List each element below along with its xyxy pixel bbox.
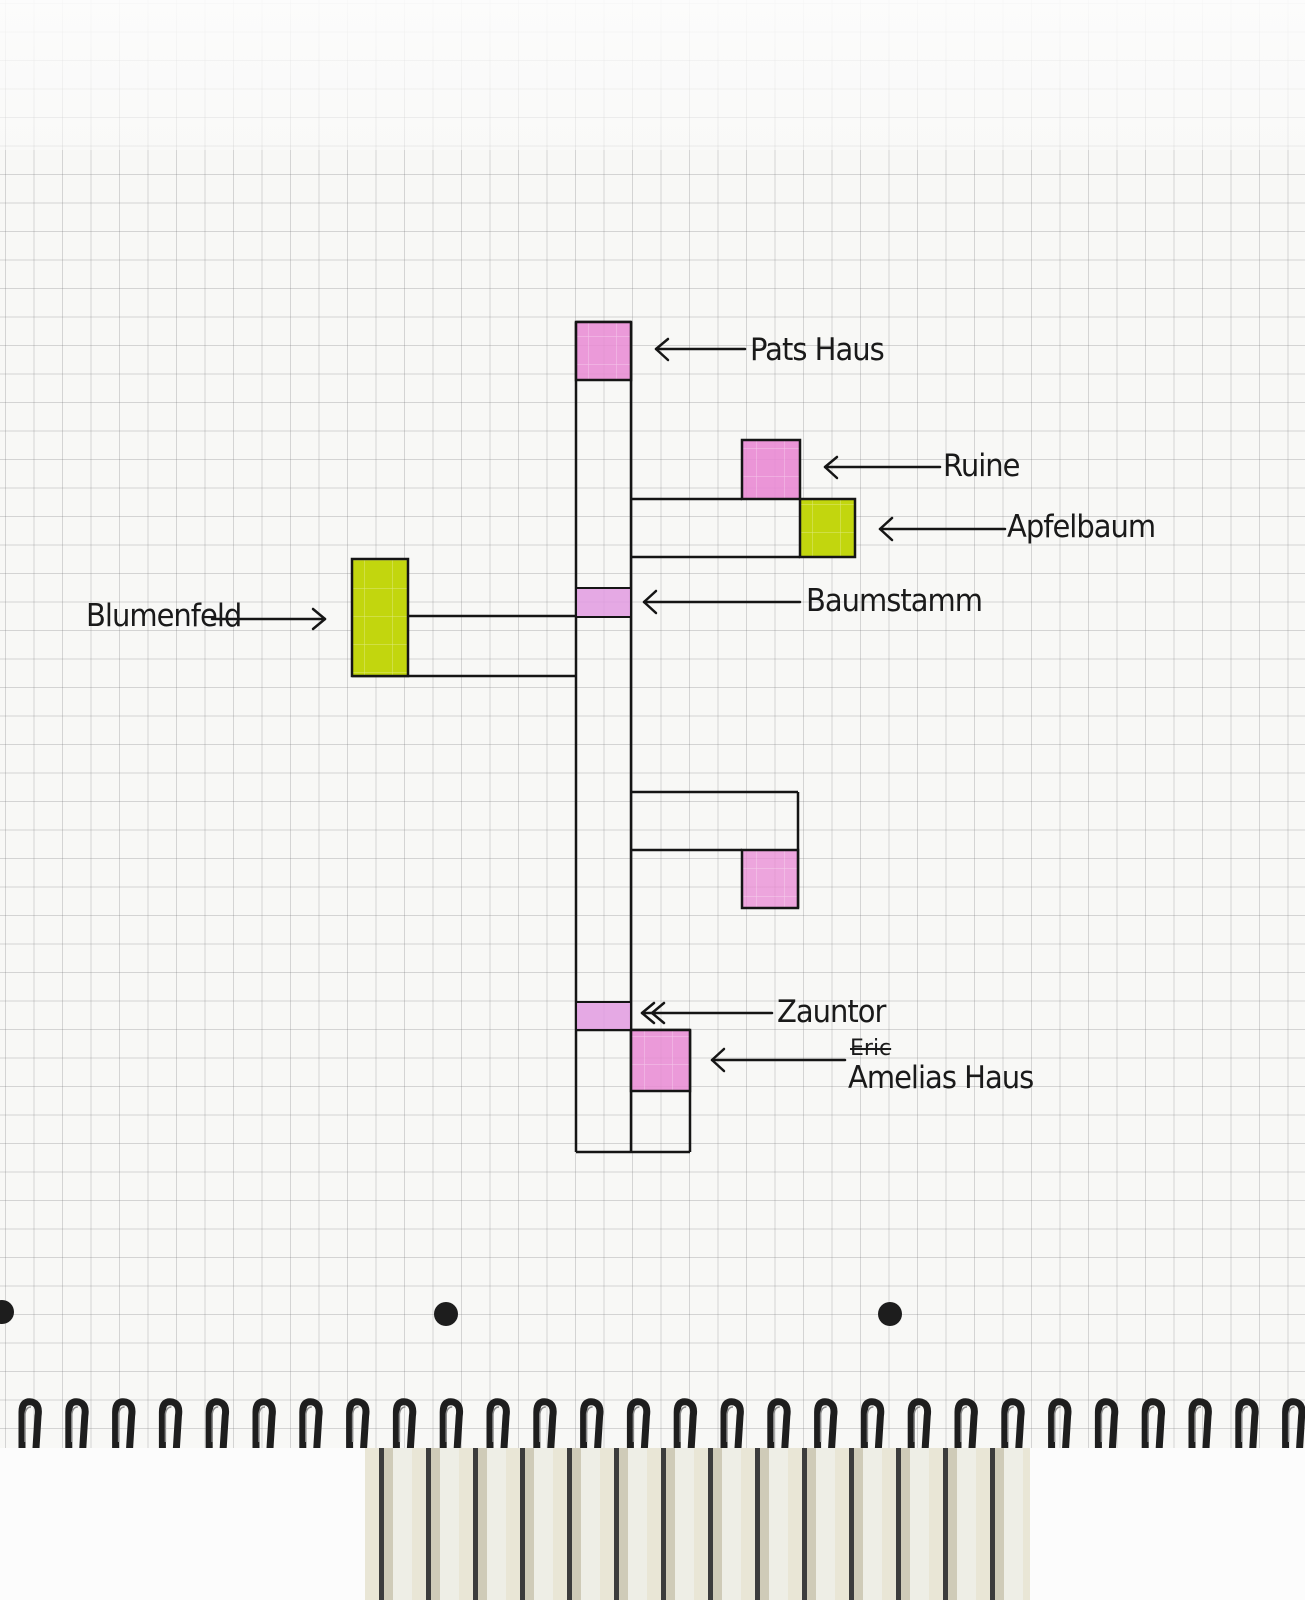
spiral-coil <box>860 1398 885 1450</box>
label-struck-name: Eric <box>850 1036 892 1061</box>
spiral-coil <box>1188 1398 1212 1450</box>
spiral-coil <box>580 1398 604 1450</box>
arrow-pats-haus <box>654 337 747 362</box>
spiral-coil <box>112 1398 136 1450</box>
label-pats-haus: Pats Haus <box>750 330 885 368</box>
label-zauntor: Zauntor <box>777 992 886 1030</box>
notebook-edge <box>365 1448 1030 1600</box>
block-pats-haus <box>574 320 633 382</box>
spiral-coil <box>1001 1398 1025 1450</box>
block-ruine <box>740 438 802 501</box>
block-zauntor <box>575 1001 632 1031</box>
block-baumstamm <box>575 587 632 618</box>
spiral-coil <box>1235 1398 1259 1450</box>
spiral-coil <box>626 1398 651 1450</box>
paper-bottom-right <box>1030 1448 1305 1600</box>
label-baumstamm: Baumstamm <box>806 581 983 619</box>
spiral-coil <box>533 1398 557 1450</box>
arrow-baumstamm <box>642 589 802 615</box>
spiral-coil <box>158 1398 183 1450</box>
block-middle-pink <box>740 848 800 910</box>
arrow-blumenfeld <box>210 607 327 631</box>
spiral-coil <box>767 1398 791 1450</box>
block-amelias-haus <box>629 1028 692 1093</box>
label-blumenfeld: Blumenfeld <box>86 596 242 634</box>
spiral-coil <box>205 1398 230 1450</box>
punch-hole <box>434 1302 458 1326</box>
punch-hole <box>878 1302 902 1326</box>
paper-top-strip <box>0 0 1305 150</box>
spiral-coil <box>252 1398 276 1450</box>
arrow-amelias-haus <box>710 1047 847 1073</box>
spiral-coil <box>1094 1398 1119 1450</box>
punch-hole <box>0 1300 14 1324</box>
spiral-coil <box>439 1398 464 1450</box>
spiral-coil <box>346 1398 370 1450</box>
arrow-apfelbaum <box>878 516 1007 542</box>
spiral-coil <box>486 1398 510 1450</box>
spiral-coil <box>1141 1398 1166 1450</box>
paper-bottom-left <box>0 1448 365 1600</box>
label-ruine: Ruine <box>943 446 1021 484</box>
spiral-coil <box>299 1398 323 1450</box>
spiral-coil <box>18 1398 42 1450</box>
block-apfelbaum <box>798 497 857 559</box>
spiral-coil <box>1048 1398 1072 1450</box>
spiral-binding <box>18 1398 1305 1450</box>
branch-ruine <box>631 497 800 559</box>
label-apfelbaum: Apfelbaum <box>1007 507 1156 545</box>
spiral-coil <box>392 1398 417 1450</box>
block-blumenfeld <box>350 557 410 678</box>
spiral-coil <box>1282 1398 1305 1450</box>
arrow-zauntor <box>640 1001 774 1025</box>
spiral-coil <box>720 1398 744 1450</box>
arrow-ruine <box>823 455 942 480</box>
spiral-coil <box>814 1398 838 1450</box>
spiral-coil <box>673 1398 698 1450</box>
spiral-coil <box>907 1398 932 1450</box>
spiral-coil <box>65 1398 89 1450</box>
spiral-coil <box>954 1398 978 1450</box>
label-amelias-haus: Amelias Haus <box>848 1058 1034 1096</box>
